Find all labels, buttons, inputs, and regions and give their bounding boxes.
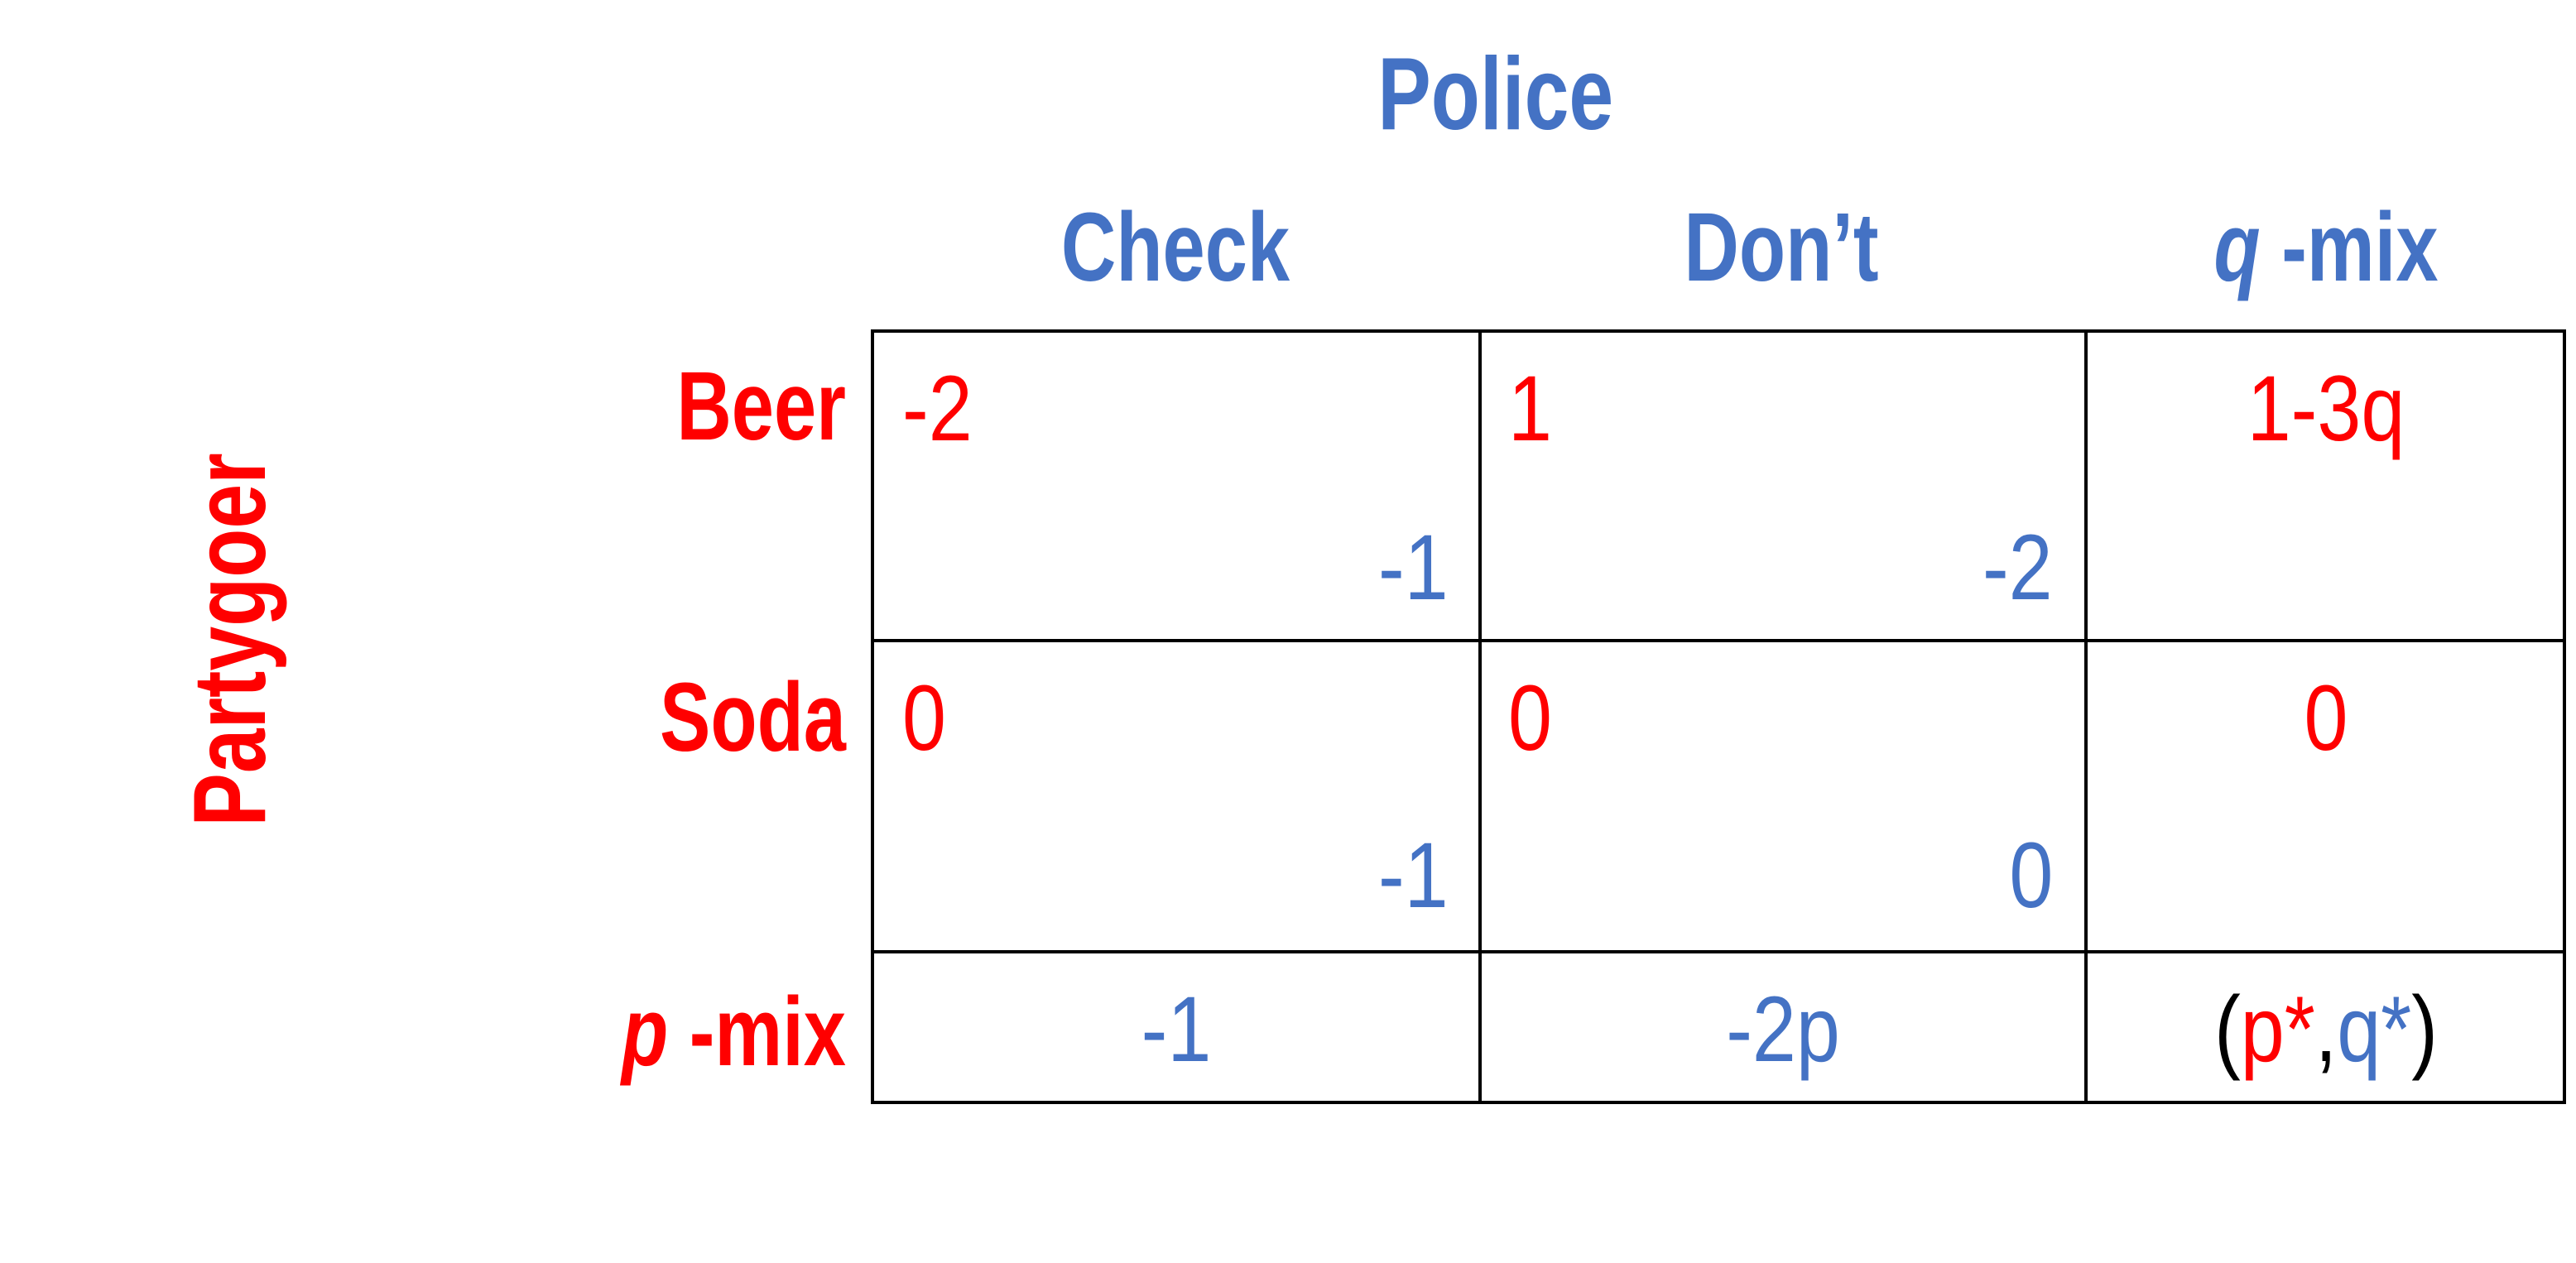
- beer-check-row-payoff: -2: [902, 357, 973, 460]
- q-variable: q: [2213, 193, 2261, 302]
- column-header-q-mix: q -mix: [2139, 199, 2513, 296]
- grid-line-col-2: [2084, 329, 2088, 1104]
- equilibrium-close-paren: ): [2411, 977, 2438, 1081]
- equilibrium-open-paren: (: [2214, 977, 2241, 1081]
- p-variable: p: [621, 977, 669, 1087]
- row-header-beer: Beer: [676, 352, 846, 461]
- row-player-title: Partygoer: [173, 453, 287, 827]
- row-header-soda: Soda: [659, 663, 846, 772]
- soda-qmix-row-payoff: 0: [2304, 666, 2348, 770]
- soda-dont-col-payoff: 0: [2009, 824, 2053, 927]
- soda-check-col-payoff: -1: [1378, 824, 1449, 927]
- equilibrium-comma: ,: [2314, 977, 2338, 1081]
- soda-check-row-payoff: 0: [902, 666, 946, 770]
- column-header-q-mix-suffix: -mix: [2260, 193, 2439, 302]
- soda-dont-row-payoff: 0: [1508, 666, 1552, 770]
- equilibrium-q-star: q*: [2337, 977, 2412, 1081]
- equilibrium-label: (p*,q*): [2123, 983, 2529, 1076]
- grid-line-left: [871, 329, 874, 1104]
- row-header-p-mix: p -mix: [523, 983, 846, 1081]
- grid-line-right: [2563, 329, 2566, 1104]
- pmix-dont-col-payoff: -2p: [1726, 977, 1840, 1081]
- beer-dont-col-payoff: -2: [1982, 516, 2053, 619]
- grid-line-bottom: [871, 1101, 2566, 1104]
- payoff-matrix: -2 -1 1 -2 1-3q 0 -1 0 0 0 -1 -2p (p*,q*…: [871, 329, 2566, 1104]
- equilibrium-p-star: p*: [2240, 977, 2315, 1081]
- beer-qmix-row-payoff: 1-3q: [2247, 357, 2405, 460]
- beer-check-col-payoff: -1: [1378, 516, 1449, 619]
- row-header-p-mix-suffix: -mix: [668, 977, 846, 1087]
- grid-line-top: [871, 329, 2566, 333]
- grid-line-row-2: [871, 950, 2566, 953]
- beer-dont-row-payoff: 1: [1508, 357, 1552, 460]
- column-header-dont: Don’t: [1684, 193, 1879, 302]
- pmix-check-col-payoff: -1: [1141, 977, 1212, 1081]
- column-header-check: Check: [1060, 193, 1290, 302]
- grid-line-row-1: [871, 639, 2566, 642]
- grid-line-col-1: [1478, 329, 1482, 1104]
- column-player-title: Police: [1377, 37, 1614, 151]
